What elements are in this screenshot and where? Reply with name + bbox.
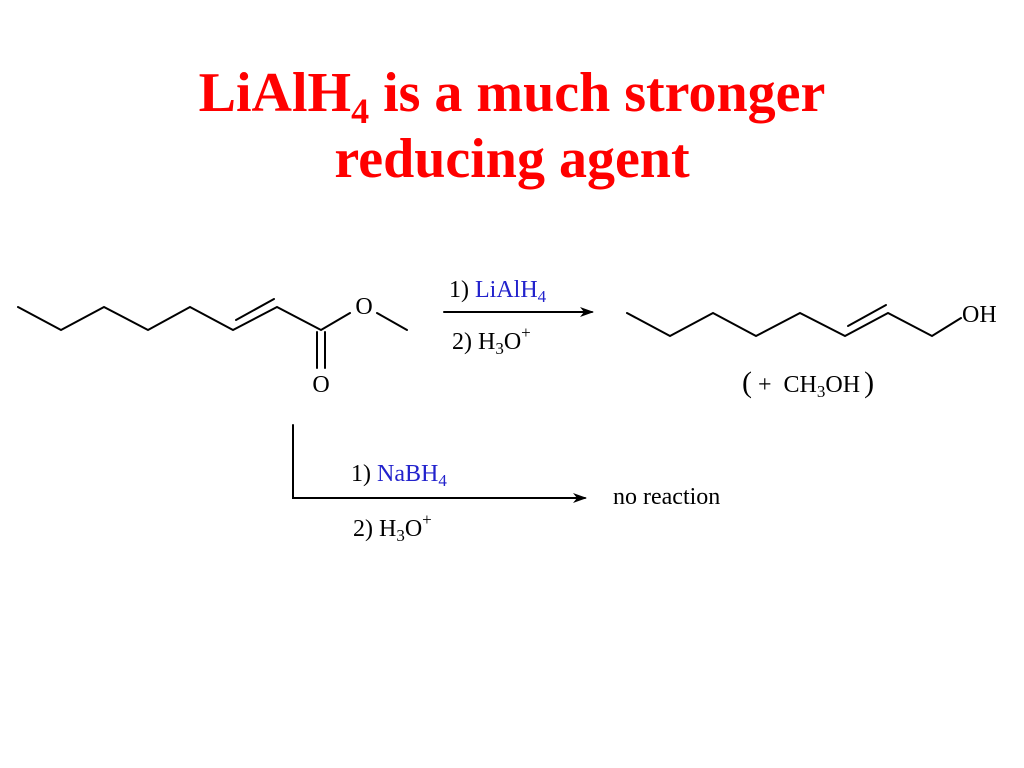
product-double-bond-inner — [847, 304, 887, 327]
title-line-2: reducing agent — [334, 128, 690, 190]
reactant-ester-oxygen: O — [355, 294, 372, 320]
reaction-1: 1) LiAlH4 2) H3O+ — [443, 277, 594, 358]
reaction-2: 1) NaBH4 2) H3O+ no reaction — [292, 424, 720, 545]
reaction-2-step-2: 2) H3O+ — [353, 510, 432, 545]
reactant-ester: O O — [17, 294, 408, 398]
reactant-carbon-chain — [17, 305, 351, 332]
reaction-2-result: no reaction — [613, 484, 720, 510]
product-carbon-chain — [626, 311, 962, 338]
slide-title: LiAlH4 is a much stronger reducing agent — [0, 60, 1024, 192]
reactant-double-bond-inner — [235, 298, 275, 321]
title-lialh: LiAlH — [198, 62, 352, 124]
title-line-1: LiAlH4 is a much stronger — [0, 60, 1024, 129]
product-hydroxyl: OH — [962, 302, 997, 328]
reaction-2-arrow — [292, 424, 587, 503]
reaction-2-step-1: 1) NaBH4 — [351, 461, 447, 490]
title-rest: is a much stronger — [369, 62, 826, 124]
title-subscript: 4 — [351, 91, 370, 131]
reaction-1-step-1: 1) LiAlH4 — [449, 277, 547, 306]
reactant-methyl-bond — [376, 312, 408, 331]
reaction-1-step-2: 2) H3O+ — [452, 323, 531, 358]
product-alcohol: OH (+CH3OH) — [626, 302, 997, 401]
reactant-carbonyl-oxygen: O — [312, 372, 329, 398]
product-byproduct: (+CH3OH) — [742, 366, 874, 401]
